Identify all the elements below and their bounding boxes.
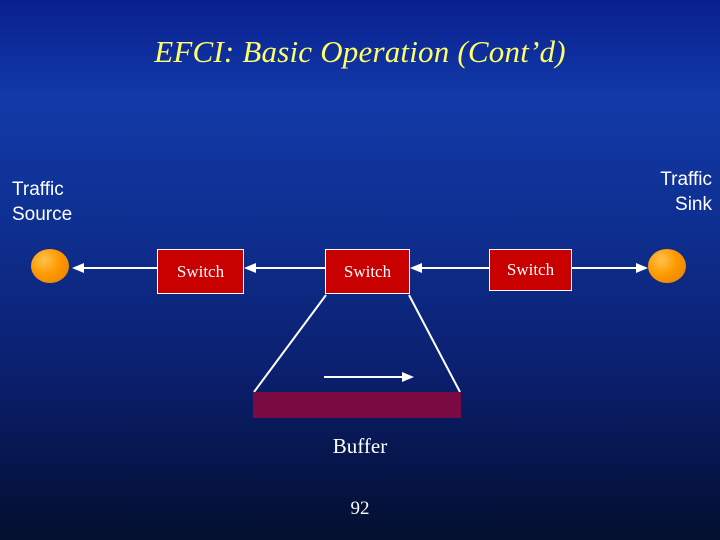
buffer-bar	[253, 392, 461, 418]
traffic-source-label-line1: Traffic	[12, 179, 64, 200]
connector-switch3-to-sink	[572, 263, 648, 273]
buffer-funnel	[253, 294, 461, 393]
switch-box-3: Switch	[489, 249, 572, 291]
page-title: EFCI: Basic Operation (Cont’d)	[154, 34, 566, 69]
switch-box-2: Switch	[325, 249, 410, 294]
traffic-sink-label-line2: Sink	[675, 194, 712, 215]
page-number: 92	[350, 498, 370, 519]
switch-box-1-label: Switch	[176, 261, 225, 281]
switch-box-1: Switch	[157, 249, 244, 294]
traffic-sink-label: Traffic Sink	[660, 167, 712, 217]
traffic-source-node-icon	[31, 249, 69, 283]
traffic-source-label: Traffic Source	[12, 177, 72, 227]
connector-buffer-fill-arrow	[324, 372, 414, 382]
switch-box-2-label: Switch	[343, 261, 392, 281]
connector-switch1-to-switch2	[244, 263, 325, 273]
switch-box-3-label: Switch	[506, 260, 555, 279]
traffic-sink-label-line1: Traffic	[660, 169, 712, 190]
traffic-sink-node-icon	[648, 249, 686, 283]
buffer-label: Buffer	[332, 434, 388, 458]
connector-source-to-switch1	[72, 263, 157, 273]
traffic-source-label-line2: Source	[12, 204, 73, 225]
connector-switch2-to-switch3	[410, 263, 489, 273]
